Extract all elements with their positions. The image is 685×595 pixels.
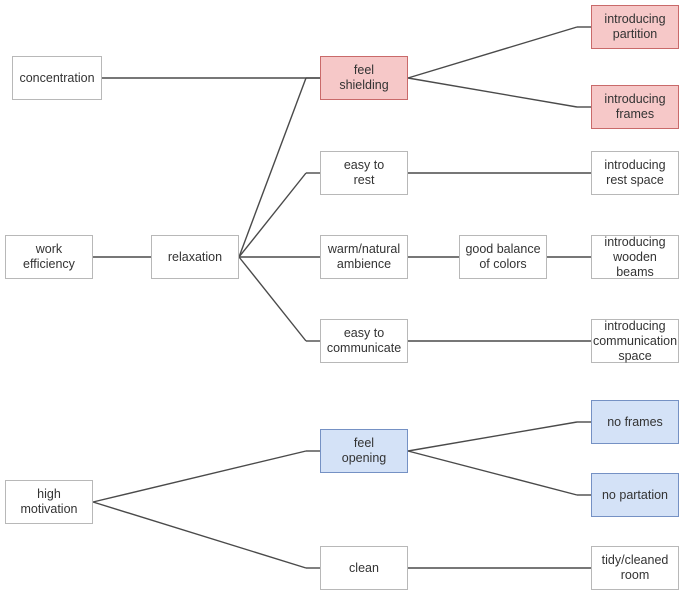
- node-introducing-wooden-beams: introducing wooden beams: [591, 235, 679, 279]
- connector-relaxation-to-easy-communicate: [238, 256, 307, 342]
- node-relaxation: relaxation: [151, 235, 239, 279]
- node-introducing-communication-space: introducing communication space: [591, 318, 679, 363]
- connector-high-motivation-to-clean: [92, 501, 307, 569]
- node-work-efficiency: work efficiency: [5, 235, 93, 279]
- node-clean: clean: [320, 546, 408, 590]
- node-warm-natural-ambience: warm/natural ambience: [320, 235, 408, 279]
- node-easy-to-communicate: easy to communicate: [320, 319, 408, 363]
- node-no-frames: no frames: [591, 400, 679, 444]
- node-no-partation: no partation: [591, 473, 679, 517]
- node-feel-opening: feel opening: [320, 429, 408, 473]
- connector-feel-opening-to-no-frames: [407, 421, 578, 452]
- connector-relaxation-to-easy-to-rest: [238, 172, 307, 258]
- node-tidy-cleaned-room: tidy/cleaned room: [591, 546, 679, 590]
- connector-relaxation-to-feel-shielding: [238, 77, 307, 258]
- node-introducing-partition: introducing partition: [591, 5, 679, 49]
- node-good-balance-of-colors: good balance of colors: [459, 235, 547, 279]
- node-concentration: concentration: [12, 56, 102, 100]
- connector-feel-shielding-to-intro-frames: [407, 77, 578, 108]
- connector-feel-opening-to-no-partation: [407, 450, 578, 496]
- connector-feel-shielding-to-intro-partition: [407, 26, 578, 79]
- connector-high-motivation-to-feel-opening: [92, 450, 307, 503]
- node-high-motivation: high motivation: [5, 480, 93, 524]
- connector-lines: [92, 26, 591, 569]
- node-easy-to-rest: easy to rest: [320, 151, 408, 195]
- node-introducing-rest-space: introducing rest space: [591, 151, 679, 195]
- node-feel-shielding: feel shielding: [320, 56, 408, 100]
- node-introducing-frames: introducing frames: [591, 85, 679, 129]
